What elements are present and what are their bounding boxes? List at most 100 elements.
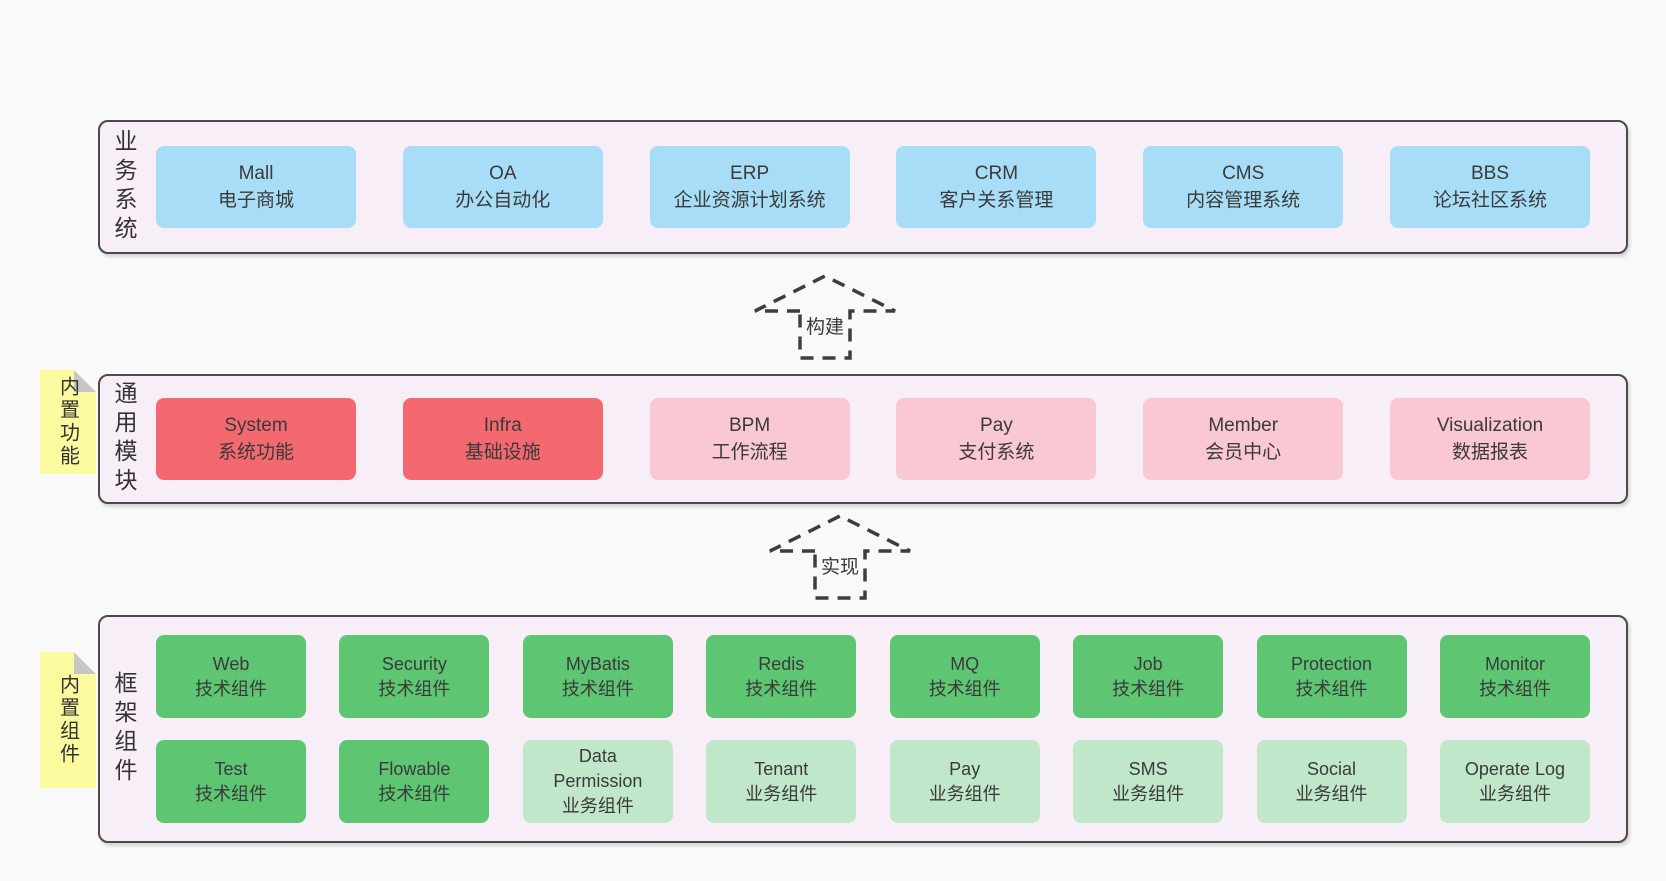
box-mall-name: Mall xyxy=(238,163,274,184)
builtin-features-tag-text: 内置功能 xyxy=(56,376,79,468)
common-modules-layer: 通用模块 System 系统功能 Infra 基础设施 BPM 工作流程 Pay… xyxy=(98,374,1628,504)
box-crm-name: CRM xyxy=(974,163,1019,184)
business-systems-layer: 业务系统 Mall 电子商城 OA 办公自动化 ERP 企业资源计划系统 CRM… xyxy=(98,120,1628,254)
box-crm: CRM 客户关系管理 xyxy=(896,146,1097,228)
box-mq: MQ 技术组件 xyxy=(889,635,1040,718)
box-monitor-name: Monitor xyxy=(1484,653,1545,674)
box-pay-module-name: Pay xyxy=(980,415,1013,436)
box-data-permission: Data Permission 业务组件 xyxy=(522,740,673,823)
builtin-features-tag: 内置功能 xyxy=(40,370,96,474)
box-job: Job 技术组件 xyxy=(1073,635,1224,718)
box-web-name: Web xyxy=(212,653,250,674)
box-bbs: BBS 论坛社区系统 xyxy=(1389,146,1590,228)
box-system-name: System xyxy=(224,415,288,436)
box-operate-log: Operate Log 业务组件 xyxy=(1439,740,1590,823)
box-data-permission-name: Data Permission xyxy=(553,746,643,791)
builtin-components-tag-text: 内置组件 xyxy=(56,674,79,766)
build-arrow: 构建 xyxy=(750,272,900,362)
box-flowable: Flowable 技术组件 xyxy=(339,740,490,823)
box-flowable-desc: 技术组件 xyxy=(378,783,451,804)
box-pay-module: Pay 支付系统 xyxy=(896,398,1097,480)
box-protection: Protection 技术组件 xyxy=(1256,635,1407,718)
box-mybatis-desc: 技术组件 xyxy=(561,678,634,699)
box-redis-name: Redis xyxy=(758,653,805,674)
business-layer-label-text: 业务系统 xyxy=(111,129,137,245)
box-oa: OA 办公自动化 xyxy=(402,146,603,228)
box-crm-desc: 客户关系管理 xyxy=(939,190,1054,211)
box-bpm: BPM 工作流程 xyxy=(649,398,850,480)
box-security: Security 技术组件 xyxy=(339,635,490,718)
box-job-desc: 技术组件 xyxy=(1112,678,1185,699)
box-protection-desc: 技术组件 xyxy=(1295,678,1368,699)
box-cms-name: CMS xyxy=(1222,163,1265,184)
box-test: Test 技术组件 xyxy=(156,740,306,823)
box-social-desc: 业务组件 xyxy=(1295,783,1368,804)
box-security-name: Security xyxy=(381,653,447,674)
framework-layer-label-text: 框架组件 xyxy=(111,671,137,787)
module-boxes: System 系统功能 Infra 基础设施 BPM 工作流程 Pay 支付系统… xyxy=(148,376,1626,502)
box-bpm-desc: 工作流程 xyxy=(711,442,788,463)
box-member-name: Member xyxy=(1208,415,1279,436)
modules-layer-label-text: 通用模块 xyxy=(111,381,137,497)
box-pay-component: Pay 业务组件 xyxy=(889,740,1040,823)
box-redis-desc: 技术组件 xyxy=(745,678,818,699)
box-sms: SMS 业务组件 xyxy=(1073,740,1224,823)
box-bpm-name: BPM xyxy=(729,415,771,436)
box-system: System 系统功能 xyxy=(156,398,356,480)
framework-components-layer: 框架组件 Web 技术组件 Security 技术组件 MyBatis 技术组件… xyxy=(98,615,1628,843)
box-erp-name: ERP xyxy=(730,163,770,184)
framework-row-1: Web 技术组件 Security 技术组件 MyBatis 技术组件 Redi… xyxy=(156,635,1590,718)
box-tenant: Tenant 业务组件 xyxy=(706,740,857,823)
box-tenant-name: Tenant xyxy=(754,758,809,779)
box-pay-module-desc: 支付系统 xyxy=(958,442,1035,463)
box-redis: Redis 技术组件 xyxy=(706,635,857,718)
box-infra-name: Infra xyxy=(483,415,522,436)
box-oa-name: OA xyxy=(489,163,517,184)
box-visualization-name: Visualization xyxy=(1436,415,1544,436)
business-boxes: Mall 电子商城 OA 办公自动化 ERP 企业资源计划系统 CRM 客户关系… xyxy=(148,122,1626,252)
box-cms-desc: 内容管理系统 xyxy=(1186,190,1301,211)
dashed-up-arrow-icon xyxy=(754,274,896,360)
box-test-name: Test xyxy=(214,758,248,779)
box-cms: CMS 内容管理系统 xyxy=(1143,146,1344,228)
box-pay-component-desc: 业务组件 xyxy=(928,783,1001,804)
box-security-desc: 技术组件 xyxy=(378,678,451,699)
box-visualization: Visualization 数据报表 xyxy=(1389,398,1590,480)
box-tenant-desc: 业务组件 xyxy=(745,783,818,804)
box-system-desc: 系统功能 xyxy=(217,442,294,463)
box-mq-name: MQ xyxy=(950,653,980,674)
box-data-permission-desc: 业务组件 xyxy=(561,796,634,816)
box-mq-desc: 技术组件 xyxy=(928,678,1001,699)
box-infra-desc: 基础设施 xyxy=(464,442,541,463)
framework-rows: Web 技术组件 Security 技术组件 MyBatis 技术组件 Redi… xyxy=(148,617,1626,841)
implement-arrow-label: 实现 xyxy=(817,552,863,579)
box-flowable-name: Flowable xyxy=(378,758,451,779)
box-member: Member 会员中心 xyxy=(1143,398,1344,480)
framework-layer-label: 框架组件 xyxy=(100,617,148,841)
framework-row-2: Test 技术组件 Flowable 技术组件 Data Permission … xyxy=(156,740,1590,823)
box-social: Social 业务组件 xyxy=(1256,740,1407,823)
box-bbs-desc: 论坛社区系统 xyxy=(1432,190,1547,211)
box-operate-log-desc: 业务组件 xyxy=(1478,783,1551,804)
box-social-name: Social xyxy=(1307,758,1357,779)
box-pay-component-name: Pay xyxy=(949,758,981,779)
business-layer-label: 业务系统 xyxy=(100,122,148,252)
box-monitor-desc: 技术组件 xyxy=(1478,678,1551,699)
builtin-components-tag: 内置组件 xyxy=(40,652,96,788)
folded-corner-icon xyxy=(74,652,96,674)
box-mybatis-name: MyBatis xyxy=(565,653,630,674)
build-arrow-label: 构建 xyxy=(802,312,848,339)
modules-layer-label: 通用模块 xyxy=(100,376,148,502)
box-operate-log-name: Operate Log xyxy=(1464,758,1565,779)
box-mybatis: MyBatis 技术组件 xyxy=(522,635,673,718)
box-web: Web 技术组件 xyxy=(156,635,306,718)
box-erp: ERP 企业资源计划系统 xyxy=(649,146,850,228)
box-oa-desc: 办公自动化 xyxy=(455,190,551,211)
box-job-name: Job xyxy=(1133,653,1163,674)
box-web-desc: 技术组件 xyxy=(195,678,267,699)
box-mall-desc: 电子商城 xyxy=(217,190,294,211)
box-erp-desc: 企业资源计划系统 xyxy=(673,190,826,211)
box-mall: Mall 电子商城 xyxy=(156,146,356,228)
box-bbs-name: BBS xyxy=(1470,163,1509,184)
box-sms-desc: 业务组件 xyxy=(1112,783,1185,804)
